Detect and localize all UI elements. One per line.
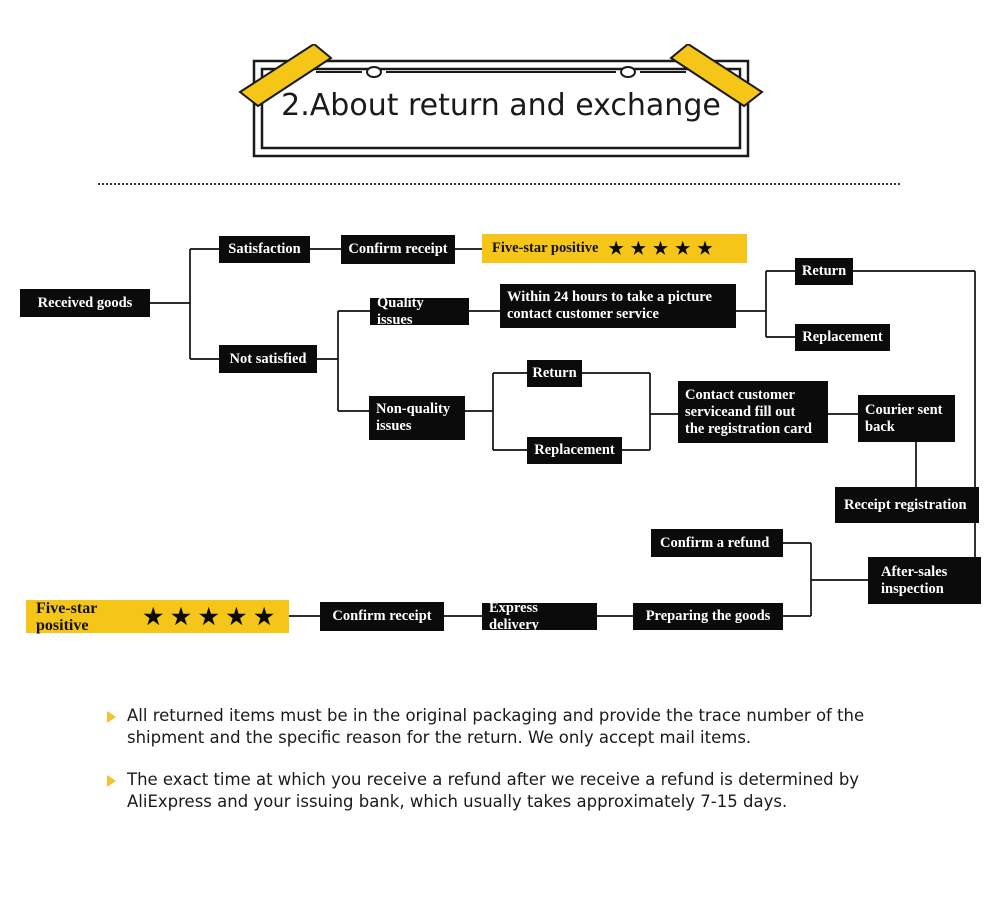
node-courier-sent-back[interactable]: Courier sent back [858,395,955,442]
node-five-star-positive-bottom[interactable]: Five-star positive ★★★★★ [26,599,289,634]
node-five-star-positive-top[interactable]: Five-star positive ★★★★★ [482,234,747,263]
node-label: Contact customer serviceand fill out the… [685,386,812,437]
node-label: Express delivery [489,599,539,633]
section-divider [98,183,900,185]
triangle-bullet-icon [107,775,116,787]
node-label: Receipt registration [844,496,967,513]
node-confirm-a-refund[interactable]: Confirm a refund [651,529,783,557]
note-item: The exact time at which you receive a re… [100,769,920,813]
node-preparing-the-goods[interactable]: Preparing the goods [633,603,783,630]
ribbon-right-icon [669,44,764,108]
star-rating-bottom: ★★★★★ [143,603,282,629]
star-rating-top: ★★★★★ [608,239,720,258]
return-policy-notes: All returned items must be in the origin… [100,705,920,833]
node-label: Confirm receipt [332,608,432,624]
node-express-delivery[interactable]: Express delivery [482,600,597,633]
node-within-24-hours[interactable]: Within 24 hours to take a picture contac… [500,284,736,328]
node-label: After-sales inspection [881,563,948,597]
triangle-bullet-icon [107,711,116,723]
node-replacement-top[interactable]: Replacement [795,324,890,351]
node-label: Replacement [534,442,615,458]
node-label: Not satisfied [229,350,307,367]
note-item: All returned items must be in the origin… [100,705,920,749]
node-non-quality-issues[interactable]: Non-quality issues [369,396,465,440]
node-label: Courier sent back [865,401,943,435]
node-label: Five-star positive [492,240,599,256]
node-label: Non-quality issues [376,401,451,434]
header-banner: 2.About return and exchange [236,44,766,159]
node-receipt-registration[interactable]: Receipt registration [835,487,979,523]
node-confirm-receipt-bottom[interactable]: Confirm receipt [320,602,444,631]
node-label: Within 24 hours to take a picture contac… [507,289,712,322]
page-title: 2.About return and exchange [281,88,721,123]
node-label: Five-star positive [36,599,98,634]
note-text: All returned items must be in the origin… [127,706,865,747]
node-label: Return [532,365,577,381]
node-label: Replacement [802,329,883,345]
node-after-sales-inspection[interactable]: After-sales inspection [868,557,981,604]
node-confirm-receipt-top[interactable]: Confirm receipt [341,235,455,264]
node-label: Confirm receipt [348,241,448,257]
banner-frame-graphic [238,44,764,158]
node-label: Received goods [37,294,133,311]
node-satisfaction[interactable]: Satisfaction [219,236,310,263]
node-label: Satisfaction [228,241,301,257]
node-replacement-mid[interactable]: Replacement [527,437,622,464]
node-not-satisfied[interactable]: Not satisfied [219,345,317,373]
node-quality-issues[interactable]: Quality issues [370,295,469,328]
node-label: Preparing the goods [645,608,771,624]
node-return-top[interactable]: Return [795,258,853,285]
node-received-goods[interactable]: Received goods [20,289,150,317]
note-text: The exact time at which you receive a re… [127,770,860,811]
ribbon-left-icon [238,44,333,108]
node-label: Quality issues [377,294,424,328]
node-return-mid[interactable]: Return [527,360,582,387]
node-label: Return [801,263,847,279]
node-label: Confirm a refund [660,534,770,551]
node-contact-customer-service[interactable]: Contact customer serviceand fill out the… [678,381,828,443]
